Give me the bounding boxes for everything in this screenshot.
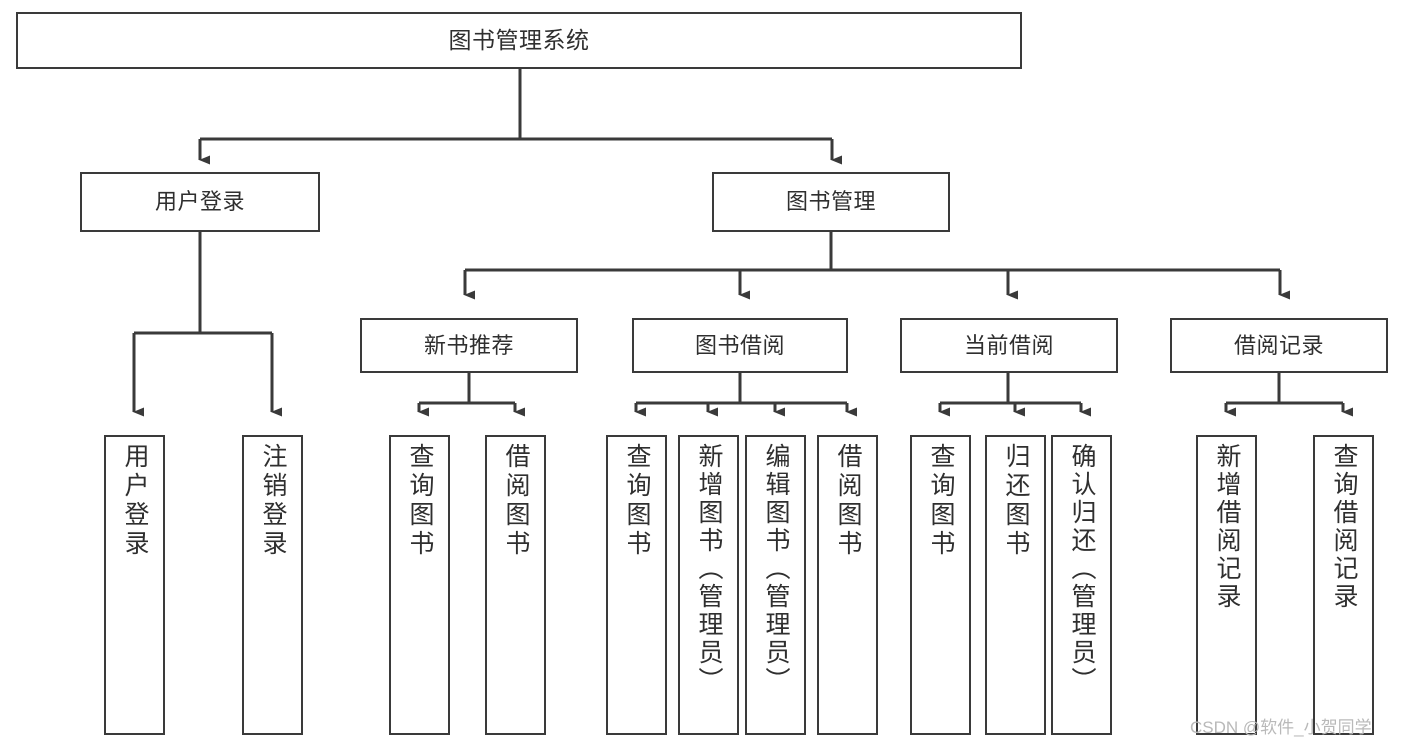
leaf-borrow-book-recommendation-label: 借阅图书 <box>502 443 530 559</box>
leaf-borrow-book-label: 借阅图书 <box>834 443 862 559</box>
leaf-edit-book-admin-label: 编辑图书（管理员） <box>762 443 790 695</box>
leaf-logout-label: 注销登录 <box>259 443 287 559</box>
leaf-query-book-borrowing-label: 查询图书 <box>623 443 651 559</box>
leaf-borrow-book-recommendation[interactable]: 借阅图书 <box>485 435 546 735</box>
node-current-borrowing[interactable]: 当前借阅 <box>900 318 1118 373</box>
node-book-borrowing-label: 图书借阅 <box>694 332 785 358</box>
leaf-query-borrow-record[interactable]: 查询借阅记录 <box>1313 435 1374 735</box>
leaf-user-login[interactable]: 用户登录 <box>104 435 165 735</box>
leaf-query-borrow-record-label: 查询借阅记录 <box>1330 443 1358 611</box>
node-book-borrowing[interactable]: 图书借阅 <box>632 318 848 373</box>
node-user-login[interactable]: 用户登录 <box>80 172 320 232</box>
csdn-watermark: CSDN @软件_小贺同学 <box>1190 718 1372 737</box>
node-root[interactable]: 图书管理系统 <box>16 12 1022 69</box>
leaf-confirm-return-admin[interactable]: 确认归还（管理员） <box>1051 435 1112 735</box>
leaf-add-book-admin[interactable]: 新增图书（管理员） <box>678 435 739 735</box>
leaf-return-book[interactable]: 归还图书 <box>985 435 1046 735</box>
node-current-borrowing-label: 当前借阅 <box>963 332 1054 358</box>
node-root-label: 图书管理系统 <box>448 26 590 53</box>
node-new-book-recommendation[interactable]: 新书推荐 <box>360 318 578 373</box>
leaf-return-book-label: 归还图书 <box>1002 443 1030 559</box>
node-user-login-label: 用户登录 <box>154 189 245 215</box>
leaf-borrow-book[interactable]: 借阅图书 <box>817 435 878 735</box>
leaf-query-book-recommendation-label: 查询图书 <box>406 443 434 559</box>
leaf-query-book-borrowing[interactable]: 查询图书 <box>606 435 667 735</box>
leaf-query-book-recommendation[interactable]: 查询图书 <box>389 435 450 735</box>
node-new-book-recommendation-label: 新书推荐 <box>423 332 514 358</box>
node-borrow-records-label: 借阅记录 <box>1233 332 1324 358</box>
leaf-confirm-return-admin-label: 确认归还（管理员） <box>1068 443 1096 695</box>
leaf-add-borrow-record-label: 新增借阅记录 <box>1213 443 1241 611</box>
leaf-user-login-label: 用户登录 <box>121 443 149 559</box>
node-borrow-records[interactable]: 借阅记录 <box>1170 318 1388 373</box>
node-book-management-label: 图书管理 <box>785 189 876 215</box>
leaf-query-book-current[interactable]: 查询图书 <box>910 435 971 735</box>
leaf-add-book-admin-label: 新增图书（管理员） <box>695 443 723 695</box>
leaf-query-book-current-label: 查询图书 <box>927 443 955 559</box>
leaf-add-borrow-record[interactable]: 新增借阅记录 <box>1196 435 1257 735</box>
leaf-logout[interactable]: 注销登录 <box>242 435 303 735</box>
node-book-management[interactable]: 图书管理 <box>712 172 950 232</box>
leaf-edit-book-admin[interactable]: 编辑图书（管理员） <box>745 435 806 735</box>
